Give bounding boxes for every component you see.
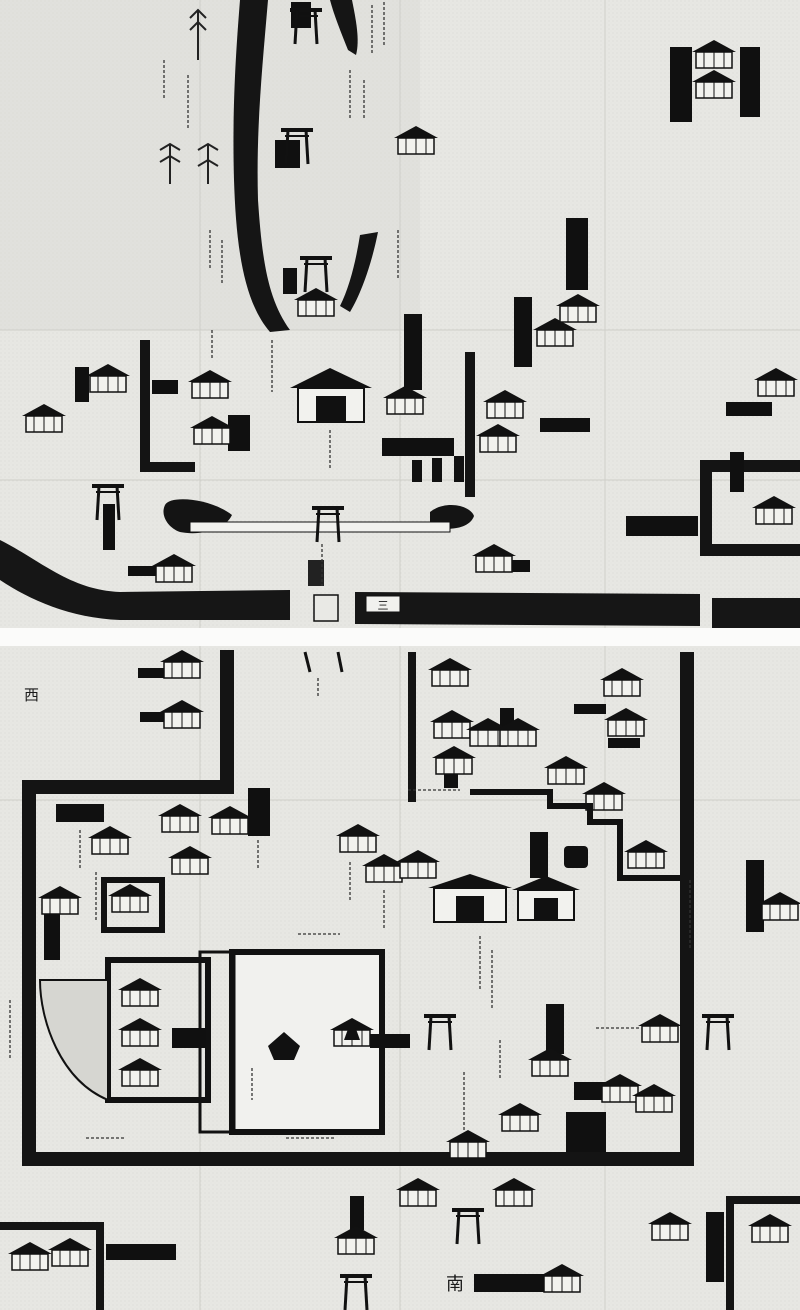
approach-stones bbox=[303, 560, 344, 673]
main-river-east bbox=[355, 592, 700, 626]
approach-bridge bbox=[189, 521, 451, 533]
ink-blocks-lower bbox=[44, 668, 764, 1292]
sheet-join-gap bbox=[0, 628, 800, 646]
main-lower-halls bbox=[428, 874, 580, 923]
upper-stream bbox=[233, 0, 290, 332]
main-worship-hall bbox=[290, 368, 372, 423]
lanterns-upper bbox=[412, 456, 464, 482]
river-tablet bbox=[365, 595, 401, 613]
main-river bbox=[0, 540, 290, 620]
upper-stream-branch bbox=[330, 0, 358, 55]
east-stepped-wall bbox=[470, 789, 680, 881]
main-river-far-east bbox=[712, 598, 800, 628]
upper-ground-shade bbox=[0, 0, 420, 330]
upper-enclosure bbox=[140, 340, 800, 556]
outer-precinct-wall bbox=[22, 650, 694, 1166]
direction-south-label: 南 bbox=[446, 1274, 464, 1295]
stream-inlet bbox=[340, 232, 378, 312]
court-interior-objects bbox=[268, 1018, 360, 1060]
script-marks-lower bbox=[9, 789, 691, 1139]
southwest-enclosure bbox=[0, 1196, 800, 1310]
direction-west-label: 西 bbox=[24, 686, 39, 704]
river-tablet-label: 三 bbox=[378, 599, 389, 612]
trees-northwest bbox=[159, 8, 219, 184]
script-marks-upper bbox=[163, 2, 399, 698]
